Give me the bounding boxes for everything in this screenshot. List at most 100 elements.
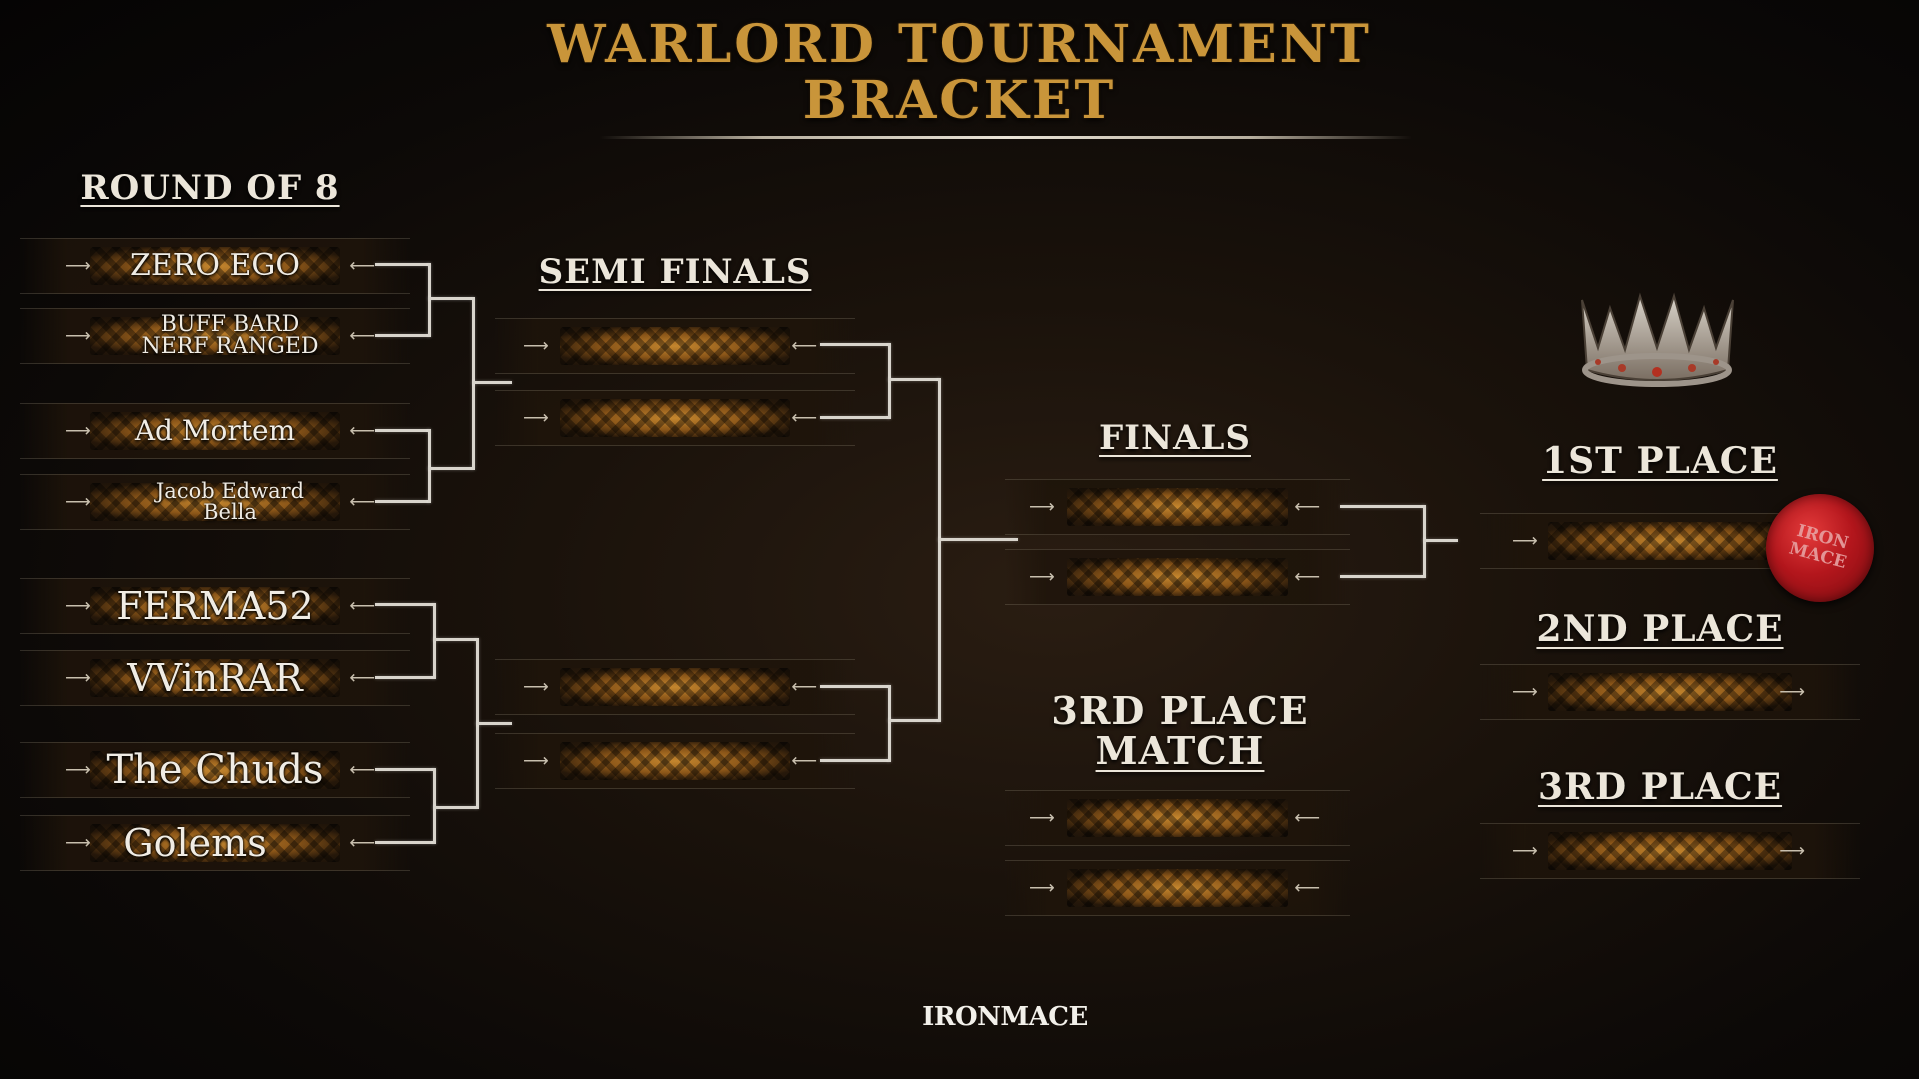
arrow-icon: ⟶ [1512, 681, 1538, 703]
arrow-icon: ⟵ [1294, 566, 1320, 588]
arrow-icon: ⟵ [791, 407, 817, 429]
arrow-icon: ⟶ [1779, 681, 1805, 703]
team-name-line-1: BUFF BARD [160, 312, 300, 337]
arrow-icon: ⟶ [65, 667, 91, 689]
second-place-slot[interactable]: ⟶⟶ [1480, 664, 1860, 720]
third-place-match-slot-2[interactable]: ⟶⟵ [1005, 860, 1350, 916]
arrow-icon: ⟶ [65, 325, 91, 347]
header-third-place-match-2: MATCH [1095, 728, 1265, 773]
arrow-icon: ⟵ [1294, 496, 1320, 518]
bracket-line [820, 759, 890, 762]
bracket-line [476, 722, 512, 725]
bracket-line [375, 263, 430, 266]
bracket-line [888, 719, 940, 722]
round-of-8-slot-6[interactable]: ⟶ ⟵ VVinRAR [20, 650, 410, 706]
title-line-1: WARLORD TOURNAMENT [547, 14, 1372, 75]
bracket-line [433, 638, 477, 641]
arrow-icon: ⟵ [1294, 877, 1320, 899]
arrow-icon: ⟶ [65, 491, 91, 513]
team-name-line-2: NERF RANGED [141, 334, 319, 359]
arrow-icon: ⟶ [1512, 530, 1538, 552]
bracket-line [820, 416, 890, 419]
seal-text: IRON MACE [1763, 515, 1877, 580]
team-name: BUFF BARD NERF RANGED [50, 314, 410, 358]
bracket-line [375, 603, 435, 606]
arrow-icon: ⟶ [523, 335, 549, 357]
bracket-line [433, 603, 436, 679]
arrow-icon: ⟶ [65, 832, 91, 854]
third-place-match-slot-1[interactable]: ⟶⟵ [1005, 790, 1350, 846]
arrow-icon: ⟵ [349, 491, 375, 513]
bracket-line [375, 676, 435, 679]
arrow-icon: ⟵ [349, 325, 375, 347]
arrow-icon: ⟶ [523, 407, 549, 429]
round-of-8-slot-4[interactable]: ⟶ ⟵ Jacob Edward Bella [20, 474, 410, 530]
round-of-8-slot-3[interactable]: ⟶ ⟵ Ad Mortem [20, 403, 410, 459]
arrow-icon: ⟵ [791, 335, 817, 357]
round-of-8-slot-7[interactable]: ⟶ ⟵ The Chuds [20, 742, 410, 798]
header-third-place-match-1: 3RD PLACE [1051, 688, 1309, 733]
wax-seal-icon: IRON MACE [1766, 494, 1874, 602]
third-place-slot[interactable]: ⟶⟶ [1480, 823, 1860, 879]
semi-final-slot-1[interactable]: ⟶⟵ [495, 318, 855, 374]
team-name-line-1: Jacob Edward [155, 479, 305, 503]
arrow-icon: ⟵ [349, 667, 375, 689]
bracket-line [1340, 575, 1425, 578]
bracket-line [375, 768, 435, 771]
bracket-line [1340, 505, 1425, 508]
arrow-icon: ⟵ [349, 595, 375, 617]
round-of-8-slot-8[interactable]: ⟶ ⟵ Golems [20, 815, 410, 871]
final-slot-1[interactable]: ⟶⟵ [1005, 479, 1350, 535]
team-name: VVinRAR [127, 656, 303, 700]
team-name: Jacob Edward Bella [50, 481, 410, 523]
bracket-line [375, 334, 430, 337]
arrow-icon: ⟶ [1029, 496, 1055, 518]
bracket-line [820, 685, 890, 688]
arrow-icon: ⟵ [349, 255, 375, 277]
header-third-place: 3RD PLACE [1537, 766, 1783, 808]
bracket-line [375, 500, 430, 503]
arrow-icon: ⟶ [65, 420, 91, 442]
arrow-icon: ⟵ [349, 420, 375, 442]
team-name: ZERO EGO [130, 248, 300, 283]
header-finals: FINALS [1099, 418, 1251, 458]
arrow-icon: ⟵ [349, 759, 375, 781]
round-of-8-slot-1[interactable]: ⟶ ⟵ ZERO EGO [20, 238, 410, 294]
header-semi-finals: SEMI FINALS [538, 252, 812, 292]
arrow-icon: ⟶ [523, 750, 549, 772]
bracket-line [428, 467, 473, 470]
arrow-icon: ⟵ [791, 750, 817, 772]
round-of-8-slot-5[interactable]: ⟶ ⟵ FERMA52 [20, 578, 410, 634]
arrow-icon: ⟶ [1029, 566, 1055, 588]
arrow-icon: ⟶ [1029, 807, 1055, 829]
semi-final-slot-3[interactable]: ⟶⟵ [495, 659, 855, 715]
bracket-line [1423, 539, 1458, 542]
header-first-place: 1ST PLACE [1542, 440, 1778, 482]
arrow-icon: ⟵ [1294, 807, 1320, 829]
arrow-icon: ⟶ [65, 255, 91, 277]
round-of-8-slot-2[interactable]: ⟶ ⟵ BUFF BARD NERF RANGED [20, 308, 410, 364]
bracket-line [888, 343, 891, 419]
semi-final-slot-4[interactable]: ⟶⟵ [495, 733, 855, 789]
bracket-line [938, 538, 1018, 541]
final-slot-2[interactable]: ⟶⟵ [1005, 549, 1350, 605]
header-round-of-8: ROUND OF 8 [80, 168, 340, 208]
bracket-line [428, 263, 431, 337]
arrow-icon: ⟵ [791, 676, 817, 698]
bracket-line [375, 841, 435, 844]
arrow-icon: ⟶ [65, 759, 91, 781]
semi-final-slot-2[interactable]: ⟶⟵ [495, 390, 855, 446]
arrow-icon: ⟶ [523, 676, 549, 698]
arrow-icon: ⟶ [1779, 840, 1805, 862]
bracket-line [820, 343, 890, 346]
bracket-line [888, 378, 940, 381]
title-divider [600, 136, 1412, 139]
bracket-line [433, 806, 477, 809]
ironmace-logo: IRONMACE [922, 1002, 1088, 1032]
bracket-line [938, 378, 941, 722]
bracket-line [888, 685, 891, 762]
arrow-icon: ⟶ [65, 595, 91, 617]
bracket-line [428, 297, 473, 300]
arrow-icon: ⟶ [1029, 877, 1055, 899]
title-line-2: BRACKET [802, 70, 1117, 131]
